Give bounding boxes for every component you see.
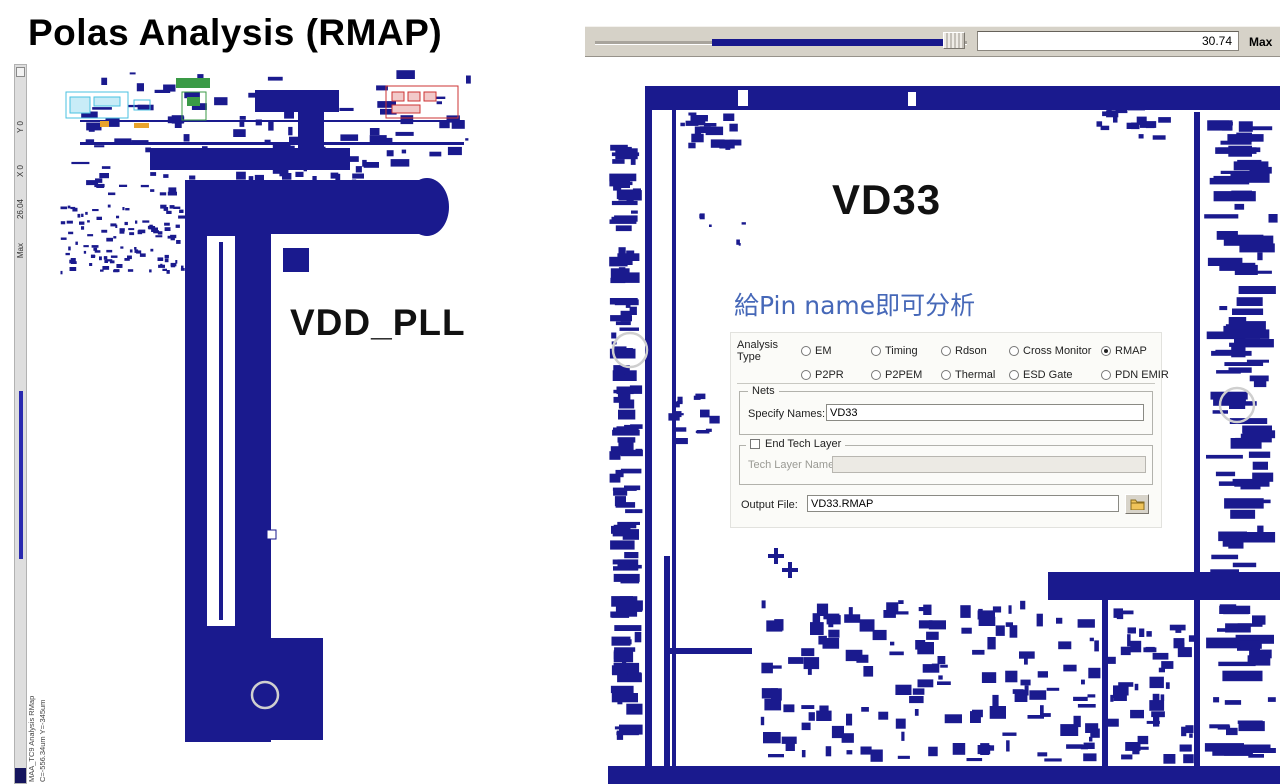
radio-label: Thermal xyxy=(955,369,996,381)
left-status-text: MAA_TC9 Analysis RMap C=-556.34um Y=-345… xyxy=(27,682,47,782)
radio-circle xyxy=(941,346,951,356)
radio-circle xyxy=(1009,370,1019,380)
chip-layout-left xyxy=(60,70,471,742)
radio-label: Timing xyxy=(885,345,918,357)
specify-names-label: Specify Names: xyxy=(748,408,826,420)
radio-label: PDN EMIR xyxy=(1115,369,1169,381)
left-ruler: Y 0 X 0 26.04 Max xyxy=(14,64,27,784)
zoom-max-label: Max xyxy=(1249,35,1273,49)
ruler-corner-box xyxy=(16,67,25,77)
analysis-dialog: Analysis Type EM Timing Rdson Cross Moni… xyxy=(730,332,1169,528)
zoom-slider-thumb[interactable] xyxy=(943,32,965,49)
radio-circle xyxy=(1101,370,1111,380)
end-tech-layer-label: End Tech Layer xyxy=(765,438,842,450)
radio-label: RMAP xyxy=(1115,345,1147,357)
ruler-max-value: 26.04 xyxy=(16,199,25,220)
radio-rmap[interactable]: RMAP xyxy=(1101,345,1169,357)
end-tech-layer-checkbox[interactable] xyxy=(750,439,760,449)
net-label-vd33: VD33 xyxy=(832,176,942,223)
end-tech-layer-group: End Tech Layer Tech Layer Name: xyxy=(739,438,1153,485)
ruler-foot-block xyxy=(15,768,26,783)
specify-names-input[interactable] xyxy=(826,404,1144,421)
end-tech-layer-row: End Tech Layer xyxy=(746,438,846,450)
radio-circle xyxy=(871,370,881,380)
radio-circle xyxy=(871,346,881,356)
dialog-separator xyxy=(737,383,1155,384)
output-file-label: Output File: xyxy=(741,499,798,511)
radio-label: Cross Monitor xyxy=(1023,345,1092,357)
chip-layout-right xyxy=(608,86,1280,784)
zoom-toolbar: Max xyxy=(585,26,1280,57)
ruler-y-label: Y 0 xyxy=(16,121,25,133)
radio-label: P2PR xyxy=(815,369,844,381)
radio-circle xyxy=(801,370,811,380)
tech-layer-name-input xyxy=(832,456,1146,473)
status-line-1: MAA_TC9 Analysis RMap xyxy=(27,695,36,782)
status-line-2: C=-556.34um Y=-345um xyxy=(38,699,47,782)
output-file-input[interactable] xyxy=(807,495,1119,512)
radio-pdn-emir[interactable]: PDN EMIR xyxy=(1101,369,1169,381)
radio-p2pem[interactable]: P2PEM xyxy=(871,369,941,381)
zoom-value-input[interactable] xyxy=(977,31,1239,51)
left-layout-canvas[interactable]: VDD_PLL xyxy=(14,64,530,784)
ruler-x-label: X 0 xyxy=(16,165,25,178)
radio-circle xyxy=(1101,346,1111,356)
analysis-hint-text: 給Pin name即可分析 xyxy=(734,291,976,320)
page-title: Polas Analysis (RMAP) xyxy=(28,12,443,53)
nets-group-label: Nets xyxy=(748,385,779,397)
scrollbar-thumb[interactable] xyxy=(19,391,23,559)
radio-cross-monitor[interactable]: Cross Monitor xyxy=(1009,345,1101,357)
radio-timing[interactable]: Timing xyxy=(871,345,941,357)
radio-label: Rdson xyxy=(955,345,987,357)
radio-esd-gate[interactable]: ESD Gate xyxy=(1009,369,1101,381)
radio-label: P2PEM xyxy=(885,369,923,381)
folder-icon xyxy=(1130,499,1144,510)
nets-group: Nets Specify Names: xyxy=(739,385,1153,435)
zoom-slider-fill xyxy=(712,39,950,46)
radio-circle xyxy=(941,370,951,380)
right-layout-canvas[interactable]: VD33 給Pin name即可分析 Analysis Type EM Timi… xyxy=(608,84,1280,784)
analysis-type-radio-group: Analysis Type EM Timing Rdson Cross Moni… xyxy=(737,339,1169,381)
radio-p2pr[interactable]: P2PR xyxy=(801,369,871,381)
tech-layer-name-label: Tech Layer Name: xyxy=(748,459,838,471)
radio-label: EM xyxy=(815,345,832,357)
analysis-type-label: Analysis Type xyxy=(737,339,778,363)
radio-label: ESD Gate xyxy=(1023,369,1073,381)
browse-button[interactable] xyxy=(1125,494,1149,514)
radio-em[interactable]: EM xyxy=(801,345,871,357)
net-label-vdd-pll: VDD_PLL xyxy=(290,302,466,343)
ruler-max-label: Max xyxy=(16,243,25,259)
radio-circle xyxy=(801,346,811,356)
radio-circle xyxy=(1009,346,1019,356)
radio-rdson[interactable]: Rdson xyxy=(941,345,1009,357)
radio-thermal[interactable]: Thermal xyxy=(941,369,1009,381)
